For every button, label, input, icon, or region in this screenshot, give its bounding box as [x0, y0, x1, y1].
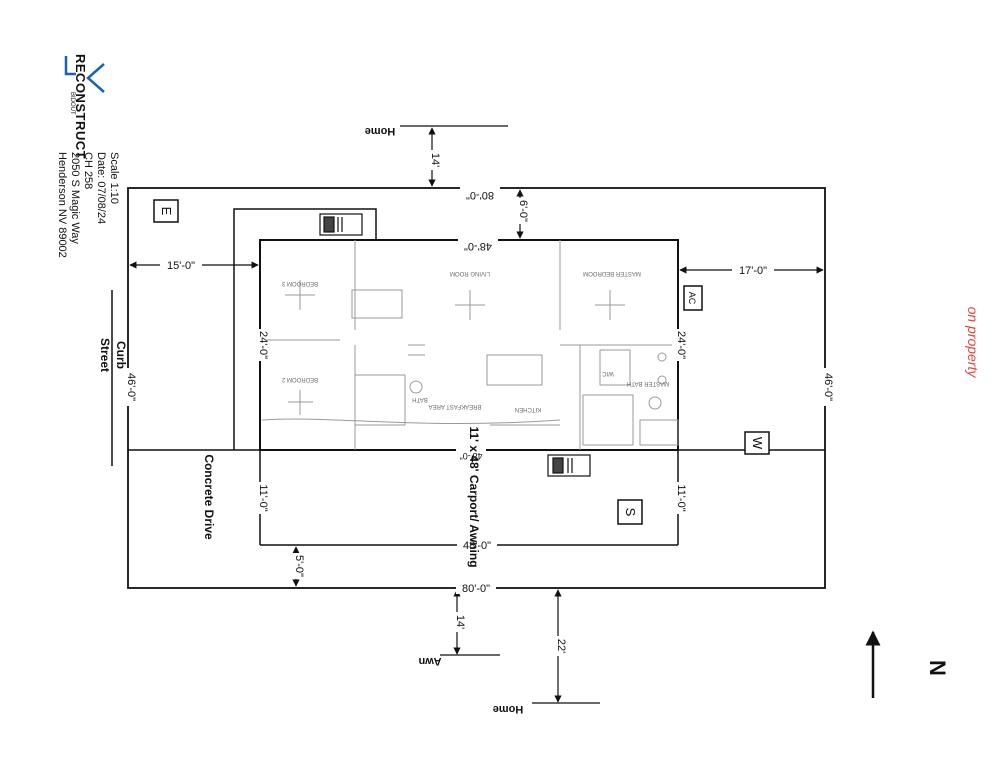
- steps-top: [319, 213, 363, 236]
- label-street: Street: [98, 338, 112, 372]
- label-concrete-drive: Concrete Drive: [202, 454, 216, 540]
- dim-home-length-bottom: 48'-0": [460, 451, 483, 461]
- dim-neighbor-bottom-awn: 14': [454, 615, 466, 629]
- dim-setback-top: 6'-0": [517, 200, 529, 222]
- dir-s-box: [617, 499, 643, 525]
- label-home-top: Home: [365, 125, 396, 137]
- dim-setback-front: 15'-0": [167, 260, 195, 272]
- ac-label: AC: [687, 292, 697, 305]
- room-wic: WIC: [602, 370, 614, 376]
- dim-carport-left: 11'-0": [257, 484, 269, 511]
- label-north: N: [925, 660, 950, 676]
- dim-setback-bottom: 5'-0": [293, 555, 305, 577]
- dir-s-label: S: [623, 508, 638, 517]
- reconstruct-logo-icon: [64, 56, 105, 93]
- ac-box: [683, 285, 703, 311]
- dim-lot-depth-left: 46'-0": [125, 373, 137, 401]
- label-home-bottom: Home: [493, 703, 524, 715]
- dim-lot-width-bottom: 80'-0": [462, 583, 490, 595]
- label-curb: Curb: [114, 341, 128, 369]
- room-labels: LIVING ROOM MASTER BEDROOM KITCHEN BREAK…: [281, 270, 669, 412]
- room-kitchen: KITCHEN: [515, 406, 541, 412]
- room-breakfast: BREAKFAST AREA: [429, 403, 482, 409]
- dir-e-label: E: [159, 207, 174, 216]
- dim-home-width-right: 24'-0": [675, 331, 687, 359]
- dir-w-box: [744, 431, 770, 455]
- dim-neighbor-top: 14': [429, 153, 441, 167]
- label-awn: Awn: [418, 655, 441, 667]
- annotation-on-property: on property: [965, 307, 981, 379]
- dim-carport-right: 11'-0": [675, 484, 687, 511]
- porch-outline: [233, 208, 377, 450]
- steps-bottom: [547, 454, 591, 477]
- room-bedroom3: BEDROOM 3: [281, 280, 318, 286]
- dim-home-length-top: 48'-0": [464, 240, 492, 252]
- room-bedroom2: BEDROOM 2: [281, 376, 318, 382]
- dim-carport-bottom: 48'-0": [463, 540, 491, 552]
- room-master: MASTER BEDROOM: [583, 270, 641, 276]
- dim-home-width-left: 24'-0": [257, 331, 269, 359]
- logo-block: RECONSTRUCT BIDOUT: [60, 52, 110, 159]
- room-master-bath: MASTER BATH: [627, 380, 669, 386]
- dim-neighbor-bottom-home: 22': [555, 639, 567, 653]
- floor-plan: [260, 240, 679, 450]
- dir-e-box: [153, 199, 179, 223]
- dim-lot-depth: 46'-0": [822, 373, 834, 401]
- dir-w-label: W: [750, 437, 765, 450]
- dim-setback-rear: 17'-0": [739, 265, 767, 277]
- label-carport: 11' x 48' Carport/ Awning: [467, 426, 481, 567]
- room-bath: BATH: [412, 396, 428, 402]
- dim-lot-width-top: 80'-0": [466, 189, 494, 201]
- room-living: LIVING ROOM: [450, 270, 490, 276]
